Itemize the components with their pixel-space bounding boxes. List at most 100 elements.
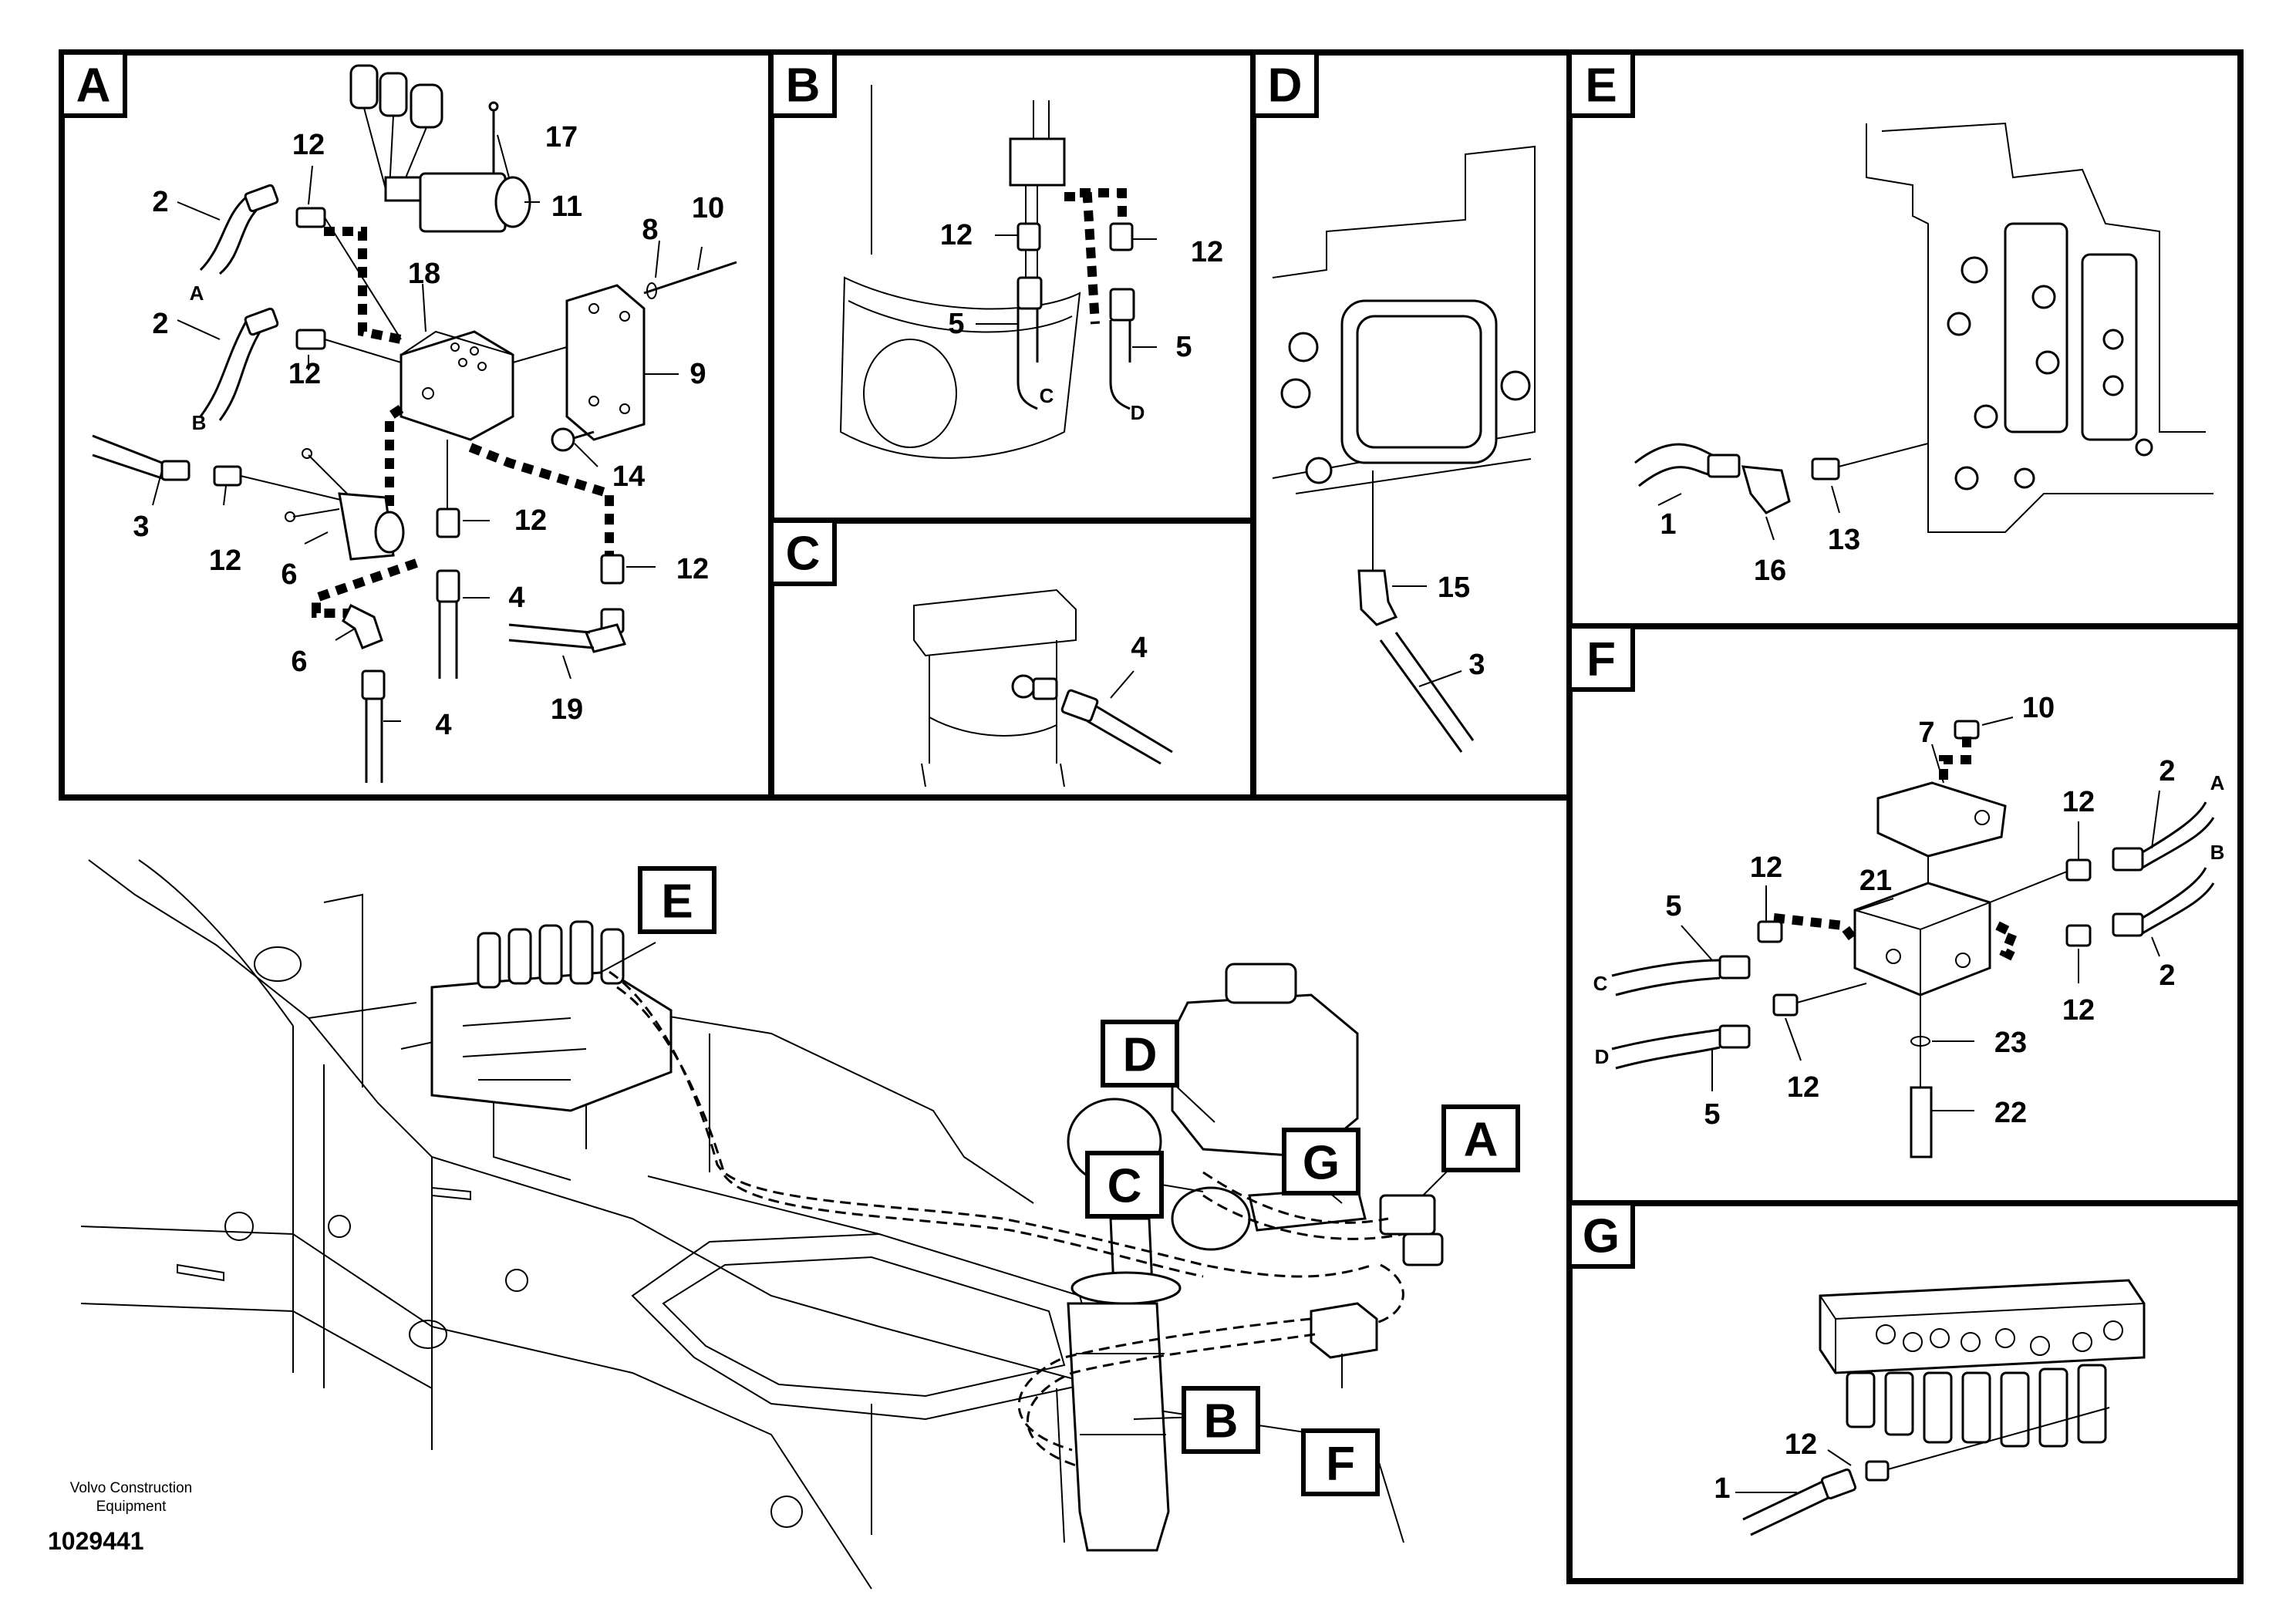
- overview-label-f: F: [1301, 1428, 1380, 1496]
- callout-6: 4: [508, 582, 524, 614]
- tube-b-dashed: [1064, 192, 1100, 325]
- hose-end-a: A: [190, 282, 204, 305]
- control-valve-bank: [430, 970, 673, 1112]
- callout-4: 4: [1131, 632, 1147, 664]
- panel-a-label: A: [59, 50, 127, 118]
- callout-7: 7: [1918, 717, 1934, 749]
- callout-2: 2: [2159, 755, 2175, 787]
- solenoid-valve-19: [349, 64, 531, 233]
- svg-text:E: E: [1585, 59, 1617, 113]
- svg-text:C: C: [1108, 1160, 1142, 1213]
- svg-text:F: F: [1586, 633, 1616, 686]
- valve-block-location: [1310, 1302, 1378, 1359]
- manifold-block: [1819, 1279, 2146, 1374]
- overview-drawing: [80, 859, 1451, 1590]
- svg-text:E: E: [661, 875, 693, 929]
- swivel-joint: [1067, 1302, 1170, 1552]
- svg-text:D: D: [1268, 59, 1303, 113]
- hose-end-d: D: [1595, 1045, 1610, 1068]
- callout-23: 23: [1994, 1027, 2027, 1059]
- brand-caption: Volvo Construction Equipment: [54, 1479, 208, 1516]
- plate-8: [565, 284, 646, 441]
- svg-text:A: A: [76, 59, 111, 113]
- callout-12: 12: [1787, 1071, 1819, 1104]
- callout-12: 12: [288, 358, 321, 390]
- bolt-17: [643, 261, 737, 295]
- callout-4: 19: [551, 693, 583, 726]
- valve-cartridges: [1846, 1364, 2107, 1448]
- callout-3: 3: [1468, 649, 1485, 681]
- svg-text:F: F: [1326, 1438, 1355, 1491]
- callout-12: 12: [2062, 994, 2095, 1027]
- callout-2: 2: [2159, 959, 2175, 992]
- manifold-ports: [1876, 1320, 2123, 1356]
- callout-12: 12: [514, 504, 547, 537]
- overview-label-g: G: [1282, 1128, 1360, 1195]
- callout-12: 12: [1191, 236, 1223, 268]
- valve-spools: [477, 920, 625, 989]
- callout-2: 2: [152, 308, 168, 340]
- panel-e-drawing: 1 16 13: [1634, 122, 2213, 587]
- callout-12: 12: [1785, 1428, 1817, 1461]
- callout-17: 10: [692, 192, 724, 224]
- panel-c-drawing: 4: [913, 588, 1173, 787]
- hose-2-b: [199, 307, 402, 421]
- svg-text:G: G: [1303, 1137, 1340, 1190]
- callout-9: 6: [281, 558, 297, 591]
- callout-6: 4: [435, 709, 451, 741]
- fitting-12-right: [508, 554, 627, 653]
- panel-c-frame: [768, 518, 1256, 801]
- callout-12: 12: [676, 553, 709, 585]
- solenoid-9: [285, 448, 405, 561]
- hose-end-c: C: [1040, 384, 1054, 407]
- hose-end-c: C: [1593, 972, 1608, 995]
- solenoid-valve-location: [1379, 1194, 1436, 1236]
- callout-11: 8: [642, 214, 658, 246]
- hose-route-5: [1017, 1317, 1312, 1452]
- block-21: [1853, 882, 1991, 996]
- callout-12: 12: [2062, 786, 2095, 818]
- svg-text:A: A: [1464, 1114, 1499, 1167]
- hose-route-7: [1376, 1263, 1404, 1324]
- hose-end-b: B: [192, 411, 207, 434]
- callout-5: 5: [1704, 1098, 1720, 1131]
- tube-9-dashed: [385, 405, 404, 555]
- callout-20: 17: [545, 121, 578, 153]
- callout-5: 5: [948, 308, 964, 340]
- panel-g-drawing: 12 1: [1714, 1279, 2146, 1536]
- callout-8: 9: [689, 358, 706, 390]
- overview-label-b: B: [1182, 1386, 1260, 1454]
- overview-label-a: A: [1441, 1104, 1520, 1172]
- bracket-7: [1876, 781, 2007, 858]
- valve-block-18: [400, 330, 514, 441]
- callout-12: 12: [292, 129, 325, 161]
- tube-a-dashed: [324, 227, 403, 344]
- drawing-number: 1029441: [48, 1527, 144, 1555]
- bolt-10: [551, 427, 575, 452]
- callout-10: 10: [2022, 692, 2055, 724]
- callout-1: 1: [1660, 508, 1676, 541]
- callout-14: 6: [291, 646, 307, 678]
- callout-12: 12: [1750, 851, 1782, 884]
- callout-19: 11: [551, 191, 582, 223]
- callout-3: 3: [133, 511, 149, 543]
- washer-11: [646, 282, 657, 299]
- panel-e-label: E: [1567, 50, 1635, 118]
- callout-1: 1: [1714, 1472, 1730, 1505]
- panel-g-frame: [1566, 1200, 2244, 1584]
- brand-line-2: Equipment: [96, 1499, 167, 1515]
- hose-end-d: D: [1131, 401, 1145, 424]
- panel-d-label: D: [1251, 50, 1319, 118]
- hose-route-4: [1202, 1194, 1404, 1240]
- callout-18: 18: [408, 258, 440, 290]
- panel-a-frame: [59, 49, 774, 801]
- hose-route-3: [1202, 1171, 1389, 1224]
- panel-f-drawing: 7 10 2 A 12 B 12 21 5 C 2 12 D 12 5 23 2…: [1593, 692, 2225, 1158]
- hose-route-2: [616, 986, 1204, 1278]
- hose-2-a: [199, 184, 402, 340]
- hose-3: [92, 434, 348, 502]
- callout-12: 12: [940, 219, 973, 251]
- callout-13: 13: [1828, 524, 1860, 556]
- hose-route-6: [1027, 1333, 1316, 1467]
